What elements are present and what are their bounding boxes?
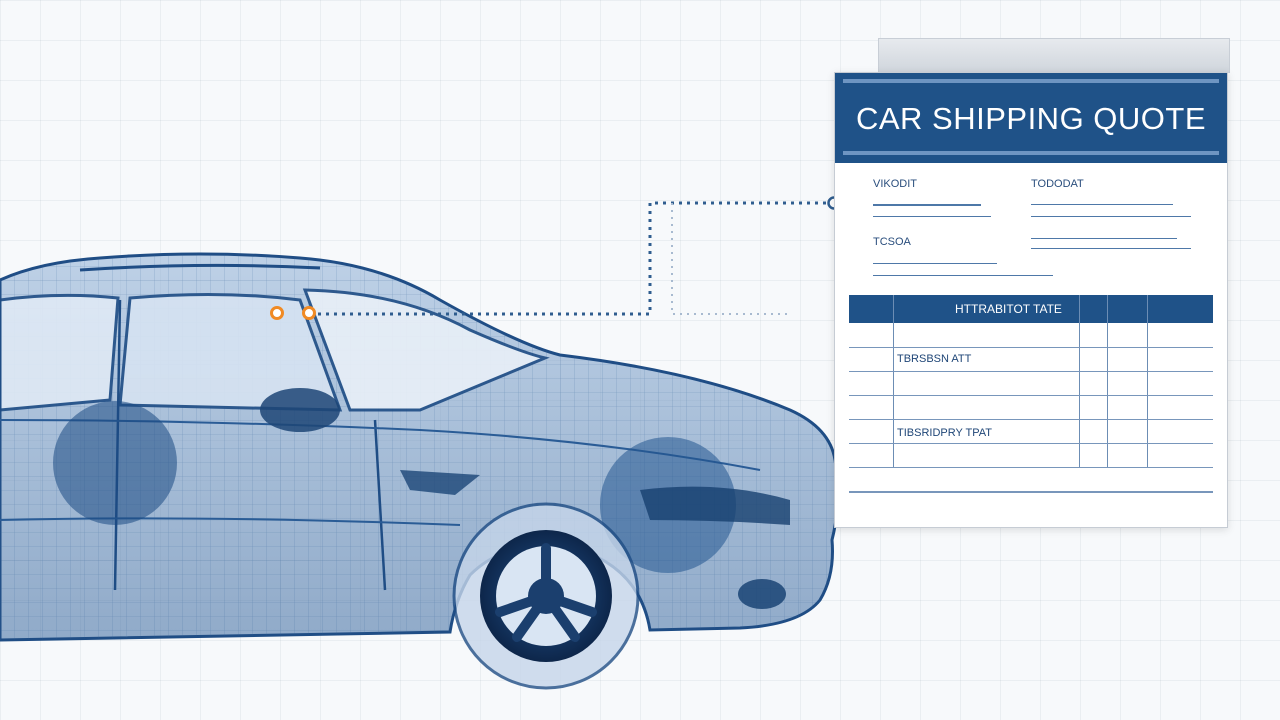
table-row [849,467,1213,468]
car-body [0,252,840,642]
front-wheel [452,502,640,690]
header-stripe [843,151,1219,155]
field-rule [873,275,1053,276]
connector-dot [302,306,316,320]
table-header-label: HTTRABITOT TATE [955,302,1062,316]
field-rule [1031,216,1191,217]
field-rule [1031,204,1173,205]
field-rule [873,204,981,206]
document-back-page [878,38,1230,73]
connector-line [318,201,830,316]
table-column-divider [1147,295,1148,467]
table-row [849,419,1213,420]
row-label: TBRSBSN ATT [897,353,972,365]
table-column-divider [1107,295,1108,467]
table-header [849,295,1213,323]
row-label: TIBSRIDPRY TPAT [897,427,992,439]
table-row [849,347,1213,348]
connector-dot [270,306,284,320]
field-label: TCSOA [873,236,911,248]
document-title: CAR SHIPPING QUOTE [855,101,1207,136]
table-row [849,395,1213,396]
table-column-divider [893,295,894,467]
quote-document: CAR SHIPPING QUOTE VIKODIT TODODAT TCSOA… [834,72,1228,528]
field-label: VIKODIT [873,178,918,190]
field-rule [873,263,997,264]
table-row [849,371,1213,372]
header-stripe [843,79,1219,83]
field-rule [873,216,991,217]
field-rule [1031,238,1177,239]
field-rule [1031,248,1191,249]
table-column-divider [1079,295,1080,467]
table-footer-rule [849,491,1213,493]
document-header: CAR SHIPPING QUOTE [835,73,1227,163]
table-row [849,443,1213,444]
field-label: TODODAT [1031,178,1084,190]
